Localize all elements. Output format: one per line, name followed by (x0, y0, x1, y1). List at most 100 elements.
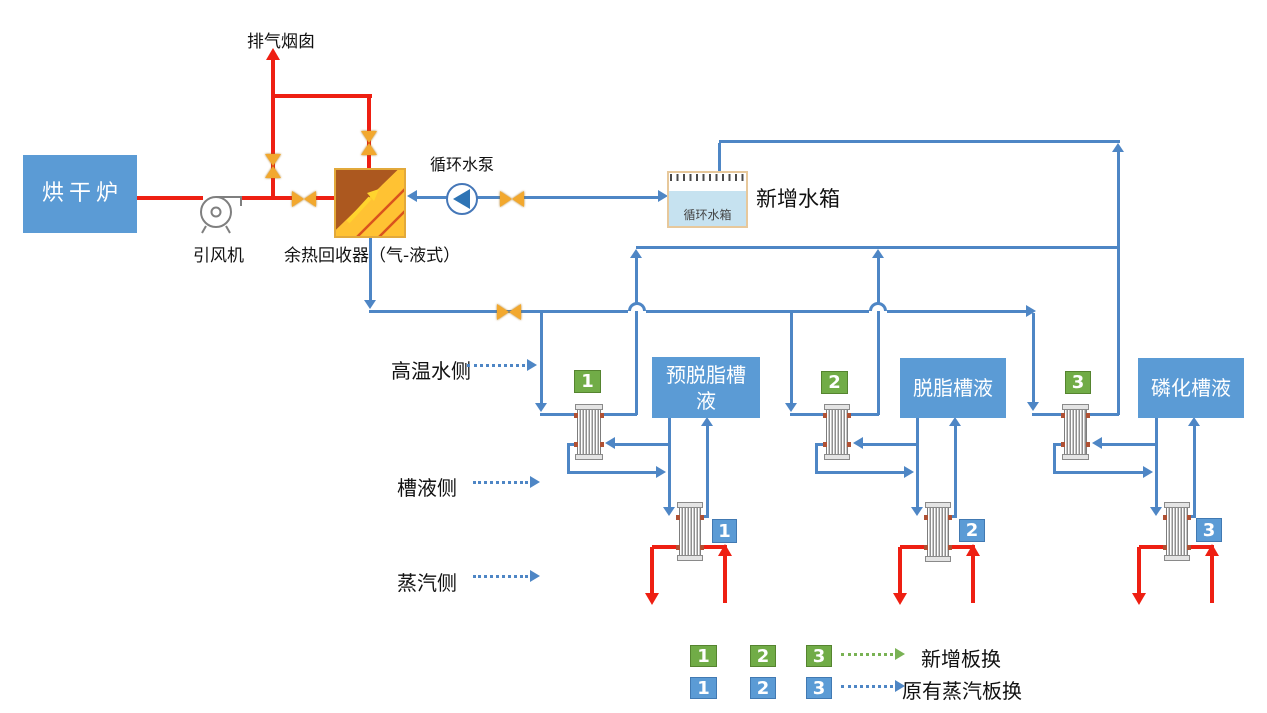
tankline-3-loop-a (1053, 443, 1065, 446)
legend-new-badge-1: 1 (690, 645, 717, 667)
phe-steam-1 (676, 502, 704, 561)
legend-new-badge-2: 2 (750, 645, 776, 667)
outlet-h-3 (1086, 413, 1119, 416)
tank-liquid-dotted-line (473, 481, 528, 484)
tankline-3-loop-b (1053, 443, 1056, 474)
steam-pipe-1-drain (650, 547, 654, 593)
tank-box-degrease: 脱脂槽液 (900, 358, 1006, 418)
return-line (636, 246, 1119, 249)
tankline-2-down-arrow (911, 507, 923, 516)
steam-pipe-3-left-h (1139, 545, 1166, 549)
manifold-seg-3 (887, 310, 1026, 313)
heat-recovery-unit (334, 168, 406, 238)
tank-inlet-drop (718, 143, 721, 177)
tank-feed-arrow (658, 190, 668, 202)
pipe-hop-1 (628, 302, 646, 311)
pump-label: 循环水泵 (430, 155, 495, 174)
steam-pipe-2-left-h (900, 545, 927, 549)
phe-new-3 (1061, 404, 1090, 460)
supply-drop-3 (1032, 313, 1035, 403)
manifold-seg-2 (646, 310, 869, 313)
supply-h-3 (1032, 413, 1065, 416)
tankline-3-up (1193, 426, 1196, 517)
tankline-3-loop-c (1053, 471, 1144, 474)
circulation-pump-icon (446, 183, 478, 215)
flow-label-tank-liquid: 槽液侧 (397, 476, 457, 500)
legend-steam-badge-1: 1 (690, 677, 717, 699)
valve-bypass (361, 131, 377, 155)
tankline-1-stub (700, 515, 709, 518)
chimney-label: 排气烟囱 (247, 32, 315, 52)
steam-pipe-1-right-h (700, 545, 727, 549)
tankline-2-up (954, 426, 957, 517)
tankline-3-up-arrow (1188, 417, 1200, 426)
supply-drop-2-arrow (785, 403, 797, 412)
tank-return-top-line (719, 140, 1120, 143)
steam-2-supply-arrow (966, 544, 980, 556)
tankline-1-branch-arrow (605, 437, 615, 449)
steam-2-drain-arrow (893, 593, 907, 605)
tankline-3-stub (1187, 515, 1196, 518)
pipe-valve-to-recovery (313, 196, 340, 200)
recovery-down-arrow (364, 300, 376, 309)
fan-label: 引风机 (193, 246, 244, 266)
tank-box-pre-degrease-label: 预脱脂槽液 (666, 362, 746, 413)
tankline-2-up-arrow (949, 417, 961, 426)
steam-pipe-1-left-h (652, 545, 680, 549)
tank-box-phosphate: 磷化槽液 (1138, 358, 1244, 418)
tankline-2-down (916, 417, 919, 508)
tank-box-degrease-label: 脱脂槽液 (913, 376, 993, 400)
legend-new-label: 新增板换 (921, 647, 1001, 671)
tank-box-phosphate-label: 磷化槽液 (1151, 376, 1231, 400)
chimney-arrow-up (266, 48, 280, 60)
tankline-1-up (706, 426, 709, 517)
riser-2-arrow (872, 249, 884, 258)
badge-steam-2: 2 (959, 519, 985, 542)
hot-water-dotted-arrow (527, 359, 537, 371)
tank-box-pre-degrease: 预脱脂槽液 (652, 357, 760, 418)
pipe-furnace-to-fan (137, 196, 203, 200)
steam-1-drain-arrow (645, 593, 659, 605)
furnace-label: 烘干炉 (41, 180, 123, 206)
badge-steam-1: 1 (712, 519, 737, 543)
fan-icon (200, 196, 242, 234)
valve-chimney (265, 154, 281, 178)
pipe-chimney-riser (271, 60, 275, 198)
tankline-3-down (1155, 417, 1158, 508)
riser-1 (635, 258, 638, 415)
tankline-2-loop-c (815, 471, 905, 474)
steam-pipe-3-drain (1137, 547, 1141, 593)
heat-recovery-label: 余热回收器（气-液式） (284, 246, 461, 266)
tankline-3-branch (1101, 443, 1158, 446)
riser-2 (877, 258, 880, 415)
tankline-3-loop-arrow (1143, 466, 1153, 478)
outlet-h-2 (848, 413, 879, 416)
legend-steam-badge-3: 3 (806, 677, 832, 699)
furnace-box: 烘干炉 (23, 155, 137, 233)
steam-dotted-line (473, 575, 528, 578)
tankline-1-up-arrow (701, 417, 713, 426)
supply-drop-1-arrow (535, 403, 547, 412)
steam-1-supply-arrow (718, 544, 732, 556)
valve-manifold (497, 304, 521, 320)
riser-3-to-tank (1117, 152, 1120, 415)
tankline-1-loop-b (567, 443, 570, 474)
steam-dotted-arrow (530, 570, 540, 582)
legend-new-dotted-arrow (895, 648, 905, 660)
pipe-hop-2 (869, 302, 887, 311)
pump-discharge-1 (477, 196, 502, 199)
pipe-bypass-top (271, 94, 372, 98)
valve-flue-gas (292, 191, 316, 207)
phe-steam-2 (924, 502, 952, 562)
water-tank: 循环水箱 (667, 171, 748, 228)
steam-3-supply-arrow (1205, 544, 1219, 556)
flow-label-steam: 蒸汽侧 (397, 571, 457, 595)
badge-new-3: 3 (1065, 371, 1091, 394)
tank-caption: 新增水箱 (756, 187, 840, 211)
flow-label-hot-water: 高温水侧 (391, 359, 471, 383)
legend-steam-label: 原有蒸汽板换 (902, 679, 1022, 703)
riser-3-arrow (1112, 143, 1124, 152)
steam-pipe-2-supply (971, 555, 975, 603)
tankline-3-down-arrow (1150, 507, 1162, 516)
